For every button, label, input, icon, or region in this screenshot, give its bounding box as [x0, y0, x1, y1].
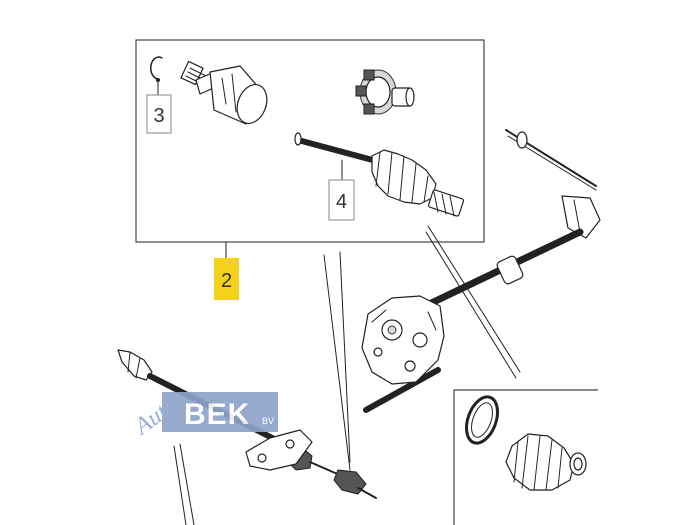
callout-2-highlight [214, 258, 239, 300]
inner-drive-shaft [294, 132, 465, 217]
callout-2[interactable]: 2 [214, 258, 239, 300]
cv-joint-housing [180, 60, 268, 125]
circlip-part [149, 56, 163, 82]
auto-bek-watermark: BEK BV Auto [129, 392, 278, 441]
inset-frame [453, 389, 598, 525]
tripod-joint [355, 69, 415, 115]
pointer-line-lower-left [173, 445, 187, 525]
boot-kit-inset [453, 389, 598, 525]
boot-clamp [569, 452, 587, 476]
pointer-line-right-2 [425, 231, 517, 379]
callout-4-box [328, 179, 355, 221]
circlip-end [156, 78, 160, 82]
callout-4-label: 4 [336, 191, 347, 213]
shaft-bracket [245, 429, 313, 471]
cv-boot [505, 433, 575, 491]
differential-housing [361, 295, 445, 385]
right-drive-shaft [505, 129, 601, 239]
pointer-line-lower-left-2 [179, 443, 195, 525]
pointer-line-center-2 [339, 251, 351, 463]
callout-3-label: 3 [153, 105, 164, 127]
callout-4[interactable]: 4 [328, 179, 355, 221]
watermark-suffix-text: BV [262, 416, 274, 426]
pointer-line-center [323, 254, 351, 471]
seal-ring [464, 395, 500, 445]
assembly-frame [135, 39, 485, 243]
watermark-background [162, 392, 278, 432]
pointer-line-right [427, 225, 521, 373]
watermark-main-text: BEK [184, 398, 250, 431]
callout-3-box [146, 94, 172, 134]
callout-2-label: 2 [221, 270, 232, 292]
callout-3[interactable]: 3 [146, 94, 172, 134]
circlip-ring [149, 56, 163, 80]
